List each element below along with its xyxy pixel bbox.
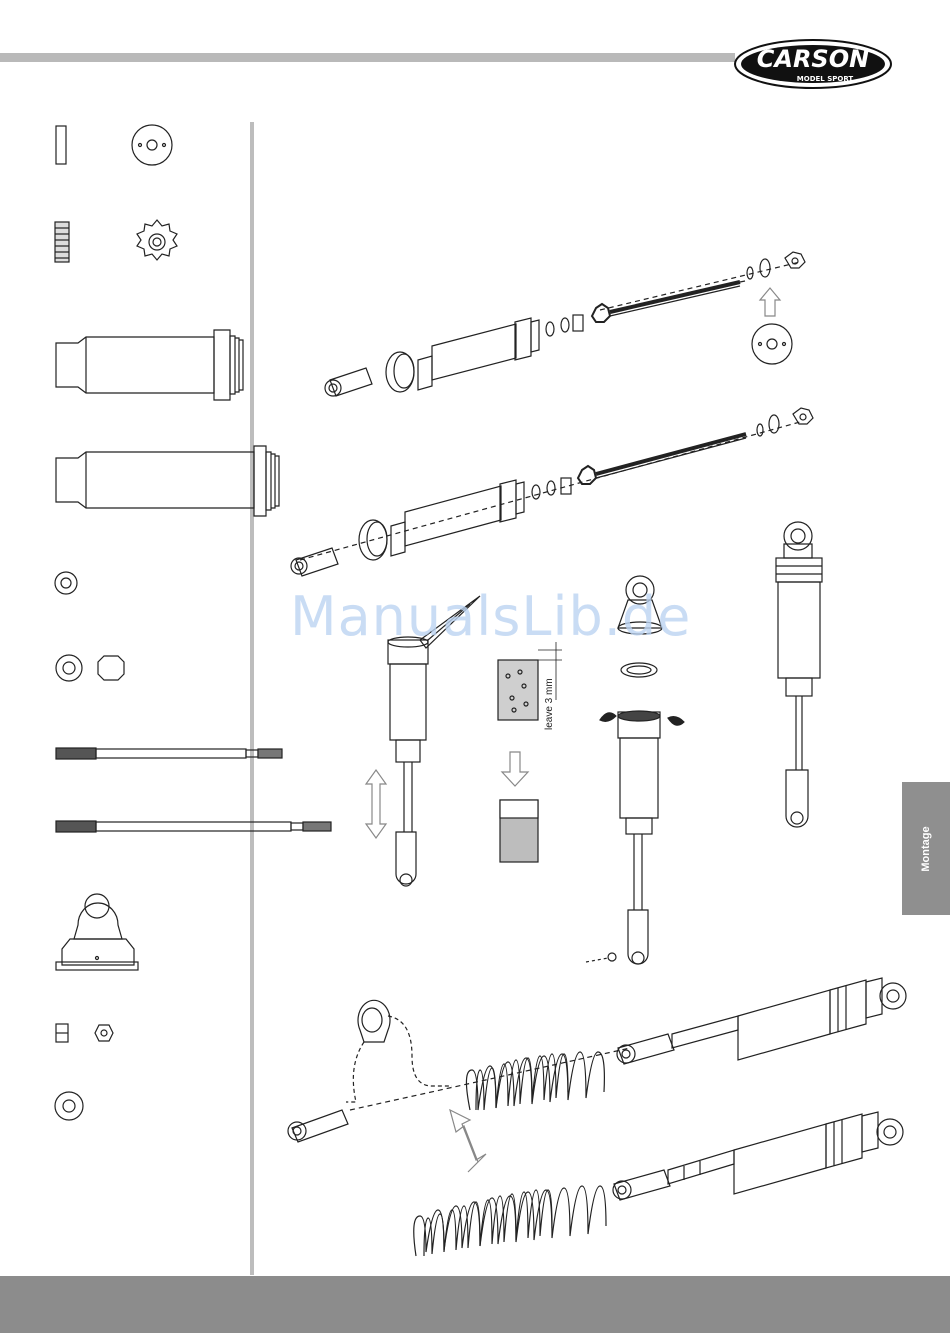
part-gear-front xyxy=(137,220,177,260)
filling-step-a xyxy=(366,596,480,886)
spring-assembly xyxy=(288,978,906,1172)
part-washer xyxy=(55,1092,83,1120)
part-short-rod xyxy=(56,748,282,759)
arrow-up-icon xyxy=(760,288,780,316)
part-shock-cap xyxy=(56,894,138,970)
part-nut-side xyxy=(56,1024,68,1042)
part-long-rod xyxy=(56,821,331,832)
arrow-diagonal-icon xyxy=(450,1110,486,1172)
level-gauge: leave 3 mm xyxy=(498,642,562,862)
arrow-updown-icon xyxy=(366,770,386,838)
exploded-view-short xyxy=(325,252,805,396)
part-nut-front xyxy=(95,1025,113,1041)
footer-bar xyxy=(0,1276,950,1333)
leave-3mm-label: leave 3 mm xyxy=(544,678,555,730)
section-tab-label: Montage xyxy=(920,826,932,871)
part-oring-pair xyxy=(56,655,124,681)
exploded-view-long xyxy=(291,408,813,576)
part-shim xyxy=(56,126,66,164)
part-small-oring xyxy=(55,572,77,594)
arrow-down-icon xyxy=(502,752,528,786)
part-long-cylinder xyxy=(56,446,279,516)
part-piston-disc xyxy=(132,125,172,165)
filling-step-c xyxy=(586,576,684,964)
section-tab: Montage xyxy=(902,782,950,915)
part-short-cylinder xyxy=(56,330,243,400)
assembled-shock-vertical xyxy=(776,522,822,827)
final-shock-assembly xyxy=(414,1112,903,1256)
part-gear-side xyxy=(55,222,69,262)
